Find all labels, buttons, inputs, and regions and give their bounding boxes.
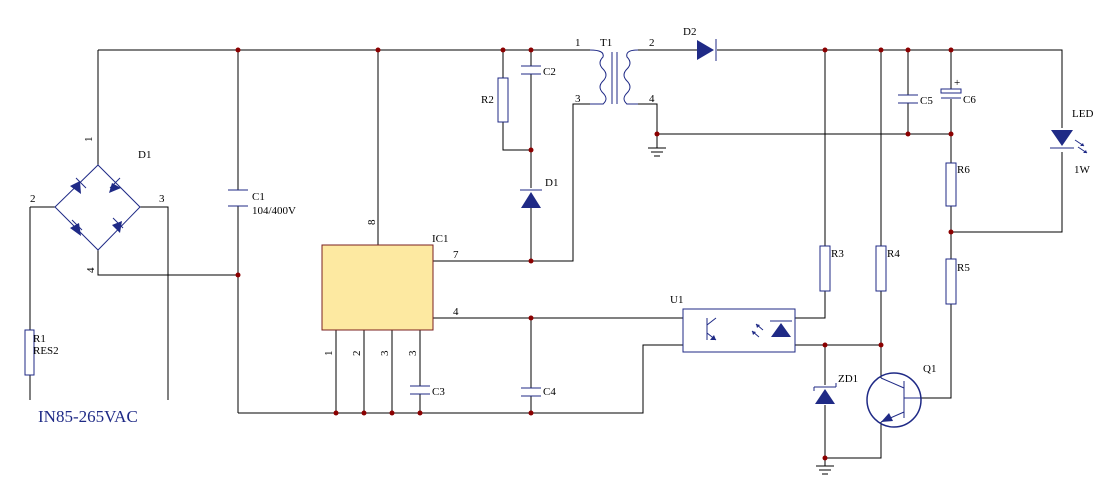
zener-zd1: ZD1 [813,373,858,404]
transformer-t1: T1 1 2 3 4 [575,37,655,105]
bridge-diode-top-left [70,177,87,194]
r1-ref-label: R1 [33,333,46,345]
resistor-r2: R2 [481,77,509,123]
bridge-diode-top-right [109,177,121,193]
bridge-rectifier: D1 1 2 3 4 [30,137,165,274]
ic1-pin4-label: 4 [453,306,459,318]
c6-ref-label: C6 [963,94,976,106]
resistor-r4: R4 [875,245,900,292]
ic1-pin3a-label: 3 [379,350,391,356]
ic1-pin1-label: 1 [323,351,335,357]
led-ref-label: LED [1072,108,1093,120]
zd1-ref-label: ZD1 [838,373,858,385]
r4-ref-label: R4 [887,248,900,260]
r1-value-label: RES2 [33,345,59,357]
input-voltage-label: IN85-265VAC [38,407,138,426]
d1-ref-label: D1 [545,177,558,189]
c1-value-label: 104/400V [252,205,296,217]
t1-ref-label: T1 [600,37,612,49]
q1-ref-label: Q1 [923,363,936,375]
ground-symbol-secondary [648,147,666,157]
ground-symbol-feedback [816,465,834,475]
t1-pin3-label: 3 [575,93,581,105]
ic1-ref-label: IC1 [432,233,449,245]
r3-ref-label: R3 [831,248,844,260]
diode-d2: D2 [683,26,717,61]
c4-ref-label: C4 [543,386,556,398]
capacitor-c1: C1 104/400V [228,189,296,217]
resistor-r3: R3 [819,245,844,292]
bridge-ref-label: D1 [138,149,151,161]
c2-ref-label: C2 [543,66,556,78]
diode-d1: D1 [520,177,558,208]
junction-dots [235,47,954,461]
capacitor-c5: C5 [898,94,933,107]
d2-ref-label: D2 [683,26,696,38]
c5-ref-label: C5 [920,95,933,107]
resistor-r6: R6 [945,162,970,207]
ic1-controller: IC1 8 7 4 1 2 3 3 [321,219,459,357]
r2-ref-label: R2 [481,94,494,106]
u1-phototransistor [706,317,717,341]
led-power-label: 1W [1074,164,1091,176]
bridge-pin4-label: 4 [85,267,97,273]
bridge-diode-bottom-left [70,219,83,236]
bridge-diode-bottom-right [112,217,124,233]
r6-ref-label: R6 [957,164,970,176]
t1-pin4-label: 4 [649,93,655,105]
resistor-r5: R5 [945,258,970,305]
ic1-pin3b-label: 3 [407,350,419,356]
c6-polarity-label: + [954,77,960,89]
resistor-r1: R1 RES2 [24,329,59,376]
capacitor-c2: C2 [521,65,556,78]
led-1w: LED 1W [1050,108,1093,176]
bridge-pin2-label: 2 [30,193,36,205]
bridge-pin3-label: 3 [159,193,165,205]
ic1-pin7-label: 7 [453,249,459,261]
t1-pin1-label: 1 [575,37,581,49]
u1-led [751,320,792,338]
capacitor-c4: C4 [521,386,556,398]
optocoupler-u1: U1 [670,294,796,353]
bridge-pin1-label: 1 [83,137,95,143]
capacitor-c3: C3 [410,385,445,398]
transistor-q1: Q1 [866,363,936,428]
r5-ref-label: R5 [957,262,970,274]
ic1-pin2-label: 2 [351,351,363,357]
wires [29,49,1063,466]
c1-ref-label: C1 [252,191,265,203]
ic1-pin8-label: 8 [366,219,378,225]
c3-ref-label: C3 [432,386,445,398]
capacitor-c6: + C6 [940,77,976,106]
t1-pin2-label: 2 [649,37,655,49]
u1-ref-label: U1 [670,294,683,306]
